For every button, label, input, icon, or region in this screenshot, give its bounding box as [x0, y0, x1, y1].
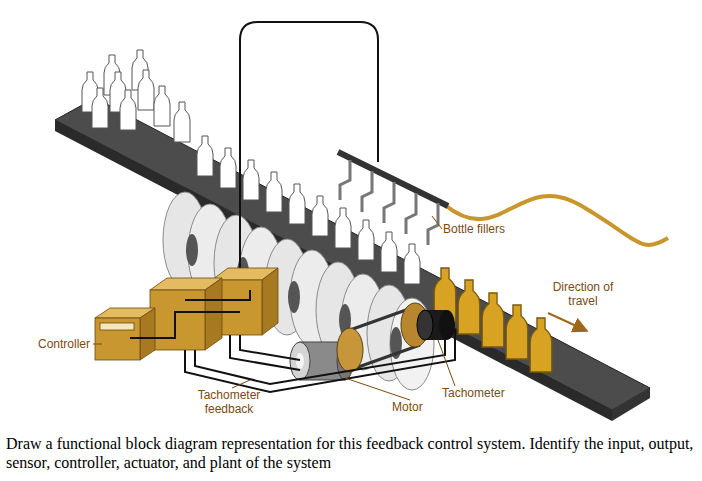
motor-hub — [296, 353, 304, 369]
box-side — [140, 308, 155, 360]
empty-bottle — [138, 70, 154, 110]
empty-bottle — [92, 88, 108, 128]
part-label: Bottle fillers — [443, 222, 505, 236]
belt-side — [55, 120, 612, 421]
screw-grooves — [186, 234, 402, 359]
empty-bottle — [289, 184, 305, 224]
box-side — [262, 268, 278, 335]
empty-bottle — [243, 160, 259, 200]
control-wire — [240, 22, 378, 272]
filled-bottle — [482, 293, 504, 347]
cabinet-wires — [130, 290, 250, 338]
filled-bottles — [434, 268, 552, 372]
filled-bottle — [530, 318, 552, 372]
groove — [288, 281, 300, 313]
field-wires — [185, 328, 455, 392]
part-label: Direction of travel — [548, 280, 618, 308]
motor-wire — [240, 335, 300, 360]
nozzle — [362, 171, 372, 212]
tachometer-end — [439, 310, 455, 340]
tachometer-feedback-wire — [185, 328, 455, 392]
groove — [186, 234, 198, 266]
controller-slot — [100, 323, 134, 330]
motor-wire — [230, 335, 300, 370]
empty-bottle — [266, 172, 282, 212]
illustration — [0, 0, 702, 430]
supply-hose — [445, 196, 668, 245]
part-label: Motor — [392, 400, 423, 414]
motor-face — [290, 342, 310, 380]
nozzle — [384, 182, 394, 223]
empty-bottle — [197, 136, 213, 176]
empty-bottle — [220, 148, 236, 188]
caption-text: Draw a functional block diagram represen… — [6, 434, 698, 472]
wire — [130, 312, 240, 338]
leader-line — [232, 380, 250, 388]
part-label: Tachometer feedback — [188, 388, 270, 416]
filled-bottle — [458, 280, 480, 334]
part-label: Controller — [38, 337, 90, 351]
nozzle — [340, 160, 350, 200]
empty-bottle — [120, 90, 136, 130]
leader-line — [93, 344, 102, 345]
tachometer-feedback-wire — [195, 338, 445, 384]
empty-bottle — [335, 208, 351, 248]
nozzle — [406, 193, 416, 234]
controller-cabinet — [95, 268, 278, 360]
empty-bottle — [404, 244, 420, 284]
direction-arrow — [548, 313, 585, 330]
empty-bottle — [358, 220, 374, 260]
leader-lines — [93, 216, 455, 400]
empty-bottle — [381, 232, 397, 272]
leader-line — [432, 216, 442, 229]
belt-end — [612, 388, 650, 421]
empty-bottle — [174, 102, 190, 142]
empty-bottle — [312, 196, 328, 236]
box-side — [205, 278, 222, 350]
leader-line — [438, 340, 455, 386]
conveyor-belt — [55, 98, 650, 410]
tachometer-face — [417, 310, 433, 340]
filled-bottle — [506, 305, 528, 359]
leader-line — [345, 378, 410, 400]
part-label: Tachometer — [442, 386, 505, 400]
motor-pulley — [337, 328, 363, 372]
filler-nozzles — [340, 160, 438, 245]
wire — [185, 290, 250, 300]
nozzle — [428, 203, 438, 245]
empty-bottle — [154, 86, 170, 126]
